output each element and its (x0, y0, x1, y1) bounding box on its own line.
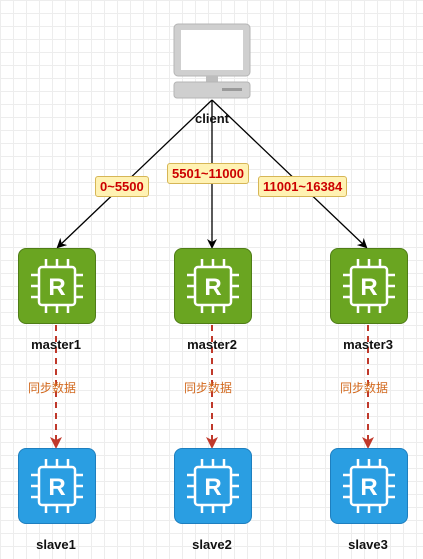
redis-chip-icon: R (187, 459, 239, 513)
redis-chip-icon: R (343, 259, 395, 313)
range-label-2: 5501~11000 (167, 163, 249, 184)
master1-label: master1 (31, 337, 81, 352)
slave2-node: R (174, 448, 252, 524)
client-label: client (195, 111, 229, 126)
master1-node: R (18, 248, 96, 324)
slave3-label: slave3 (348, 537, 388, 552)
redis-chip-icon: R (31, 459, 83, 513)
svg-text:R: R (204, 274, 221, 301)
svg-text:R: R (48, 474, 65, 501)
redis-chip-icon: R (343, 459, 395, 513)
arrow-client-master3 (211, 99, 368, 249)
master3-label: master3 (343, 337, 393, 352)
arrow-client-master1 (56, 99, 213, 249)
computer-icon (173, 23, 251, 99)
slave1-node: R (18, 448, 96, 524)
master3-node: R (330, 248, 408, 324)
sync-label-2: 同步数据 (184, 381, 233, 395)
redis-chip-icon: R (187, 259, 239, 313)
sync-label-1: 同步数据 (28, 381, 77, 395)
svg-text:R: R (48, 274, 65, 301)
sync-label-3: 同步数据 (340, 381, 389, 395)
range-label-1: 0~5500 (95, 176, 149, 197)
slave2-label: slave2 (192, 537, 232, 552)
slave1-label: slave1 (36, 537, 76, 552)
svg-text:R: R (204, 474, 221, 501)
slave3-node: R (330, 448, 408, 524)
master2-label: master2 (187, 337, 237, 352)
svg-text:R: R (360, 274, 377, 301)
svg-text:R: R (360, 474, 377, 501)
range-label-3: 11001~16384 (258, 176, 348, 197)
redis-chip-icon: R (31, 259, 83, 313)
master2-node: R (174, 248, 252, 324)
